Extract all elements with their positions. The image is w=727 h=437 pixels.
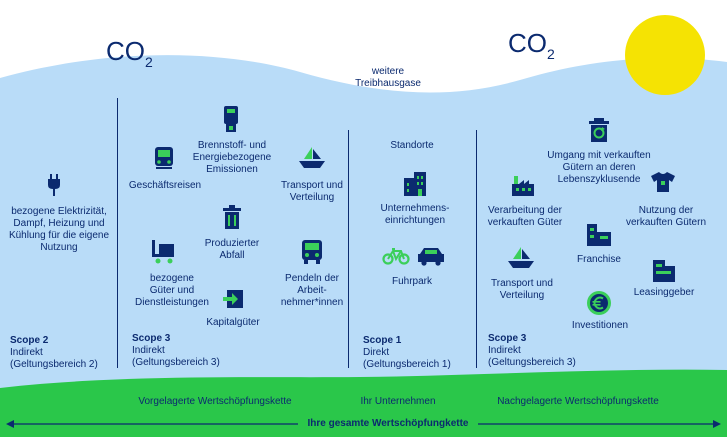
waste-label: Produzierter Abfall [204,238,260,261]
trash-bin-icon [223,205,241,229]
company-facilities-label: Unternehmens- einrichtungen [380,203,450,226]
fuel-energy-emissions-label: Brennstoff- und Energiebezogene Emission… [192,140,272,175]
franchise-label: Franchise [577,254,621,265]
fuel-pump-icon [224,106,238,132]
business-travel-label: Geschäftsreisen [128,180,202,191]
euro-icon [587,291,611,315]
total-chain-label: Ihre gesamte Wertschöpfungkette [298,418,478,430]
use-of-sold-goods-label: Nutzung der verkauften Gütern [625,205,707,228]
plug-icon [48,174,60,196]
employee-commuting-label: Pendeln der Arbeit- nehmer*innen [280,273,344,308]
scope2-block: Scope 2 Indirekt (Geltungsbereich 2) [10,335,98,370]
factory-icon [512,176,534,196]
divider-1 [117,98,118,368]
ship-icon-downstream [508,247,534,268]
office-icon [653,260,675,282]
lessor-label: Leasinggeber [633,287,695,298]
scope3-upstream-block: Scope 3 Indirekt (Geltungsbereich 3) [132,333,220,368]
own-company-label: Ihr Unternehmen [360,396,436,407]
scope1-block: Scope 1 Direkt (Geltungsbereich 1) [363,335,451,370]
recycle-icon [589,118,609,142]
sun [625,15,705,95]
fleet-label: Fuhrpark [391,276,432,287]
divider-3 [476,130,477,368]
co2-label-right: CO2 [508,28,555,62]
shop-icon [587,224,611,246]
other-greenhouse-gases-label: weitere Treibhausgase [355,66,421,89]
ground-area [0,369,727,437]
scope2-description: bezogene Elektrizität, Dampf, Heizung un… [8,206,110,253]
arrow-in-icon [223,290,243,308]
transport-distribution-up-label: Transport und Verteilung [281,180,343,203]
upstream-chain-label: Vorgelagerte Wertschöpfungskette [138,396,292,407]
end-of-life-label: Umgang mit verkauften Gütern an deren Le… [547,150,651,185]
purchased-goods-label: bezogene Güter und Dienstleistungen [135,273,209,308]
downstream-chain-label: Nachgelagerte Wertschöpfungskette [497,396,659,407]
investments-label: Investitionen [571,320,629,331]
cart-icon [152,240,174,264]
sites-label: Standorte [390,140,434,151]
co2-label-left: CO2 [106,36,153,70]
sky-area [0,55,727,437]
bicycle-car-icon [382,248,444,266]
ship-icon [299,147,325,168]
processing-sold-goods-label: Verarbeitung der verkauften Güter [487,205,563,228]
building-icon [404,172,426,196]
bus-icon [302,240,322,264]
tshirt-icon [651,172,675,192]
capital-goods-label: Kapitalgüter [206,317,260,328]
train-icon [155,147,173,169]
scope3-downstream-block: Scope 3 Indirekt (Geltungsbereich 3) [488,333,576,368]
divider-2 [348,130,349,368]
transport-distribution-down-label: Transport und Verteilung [491,278,553,301]
